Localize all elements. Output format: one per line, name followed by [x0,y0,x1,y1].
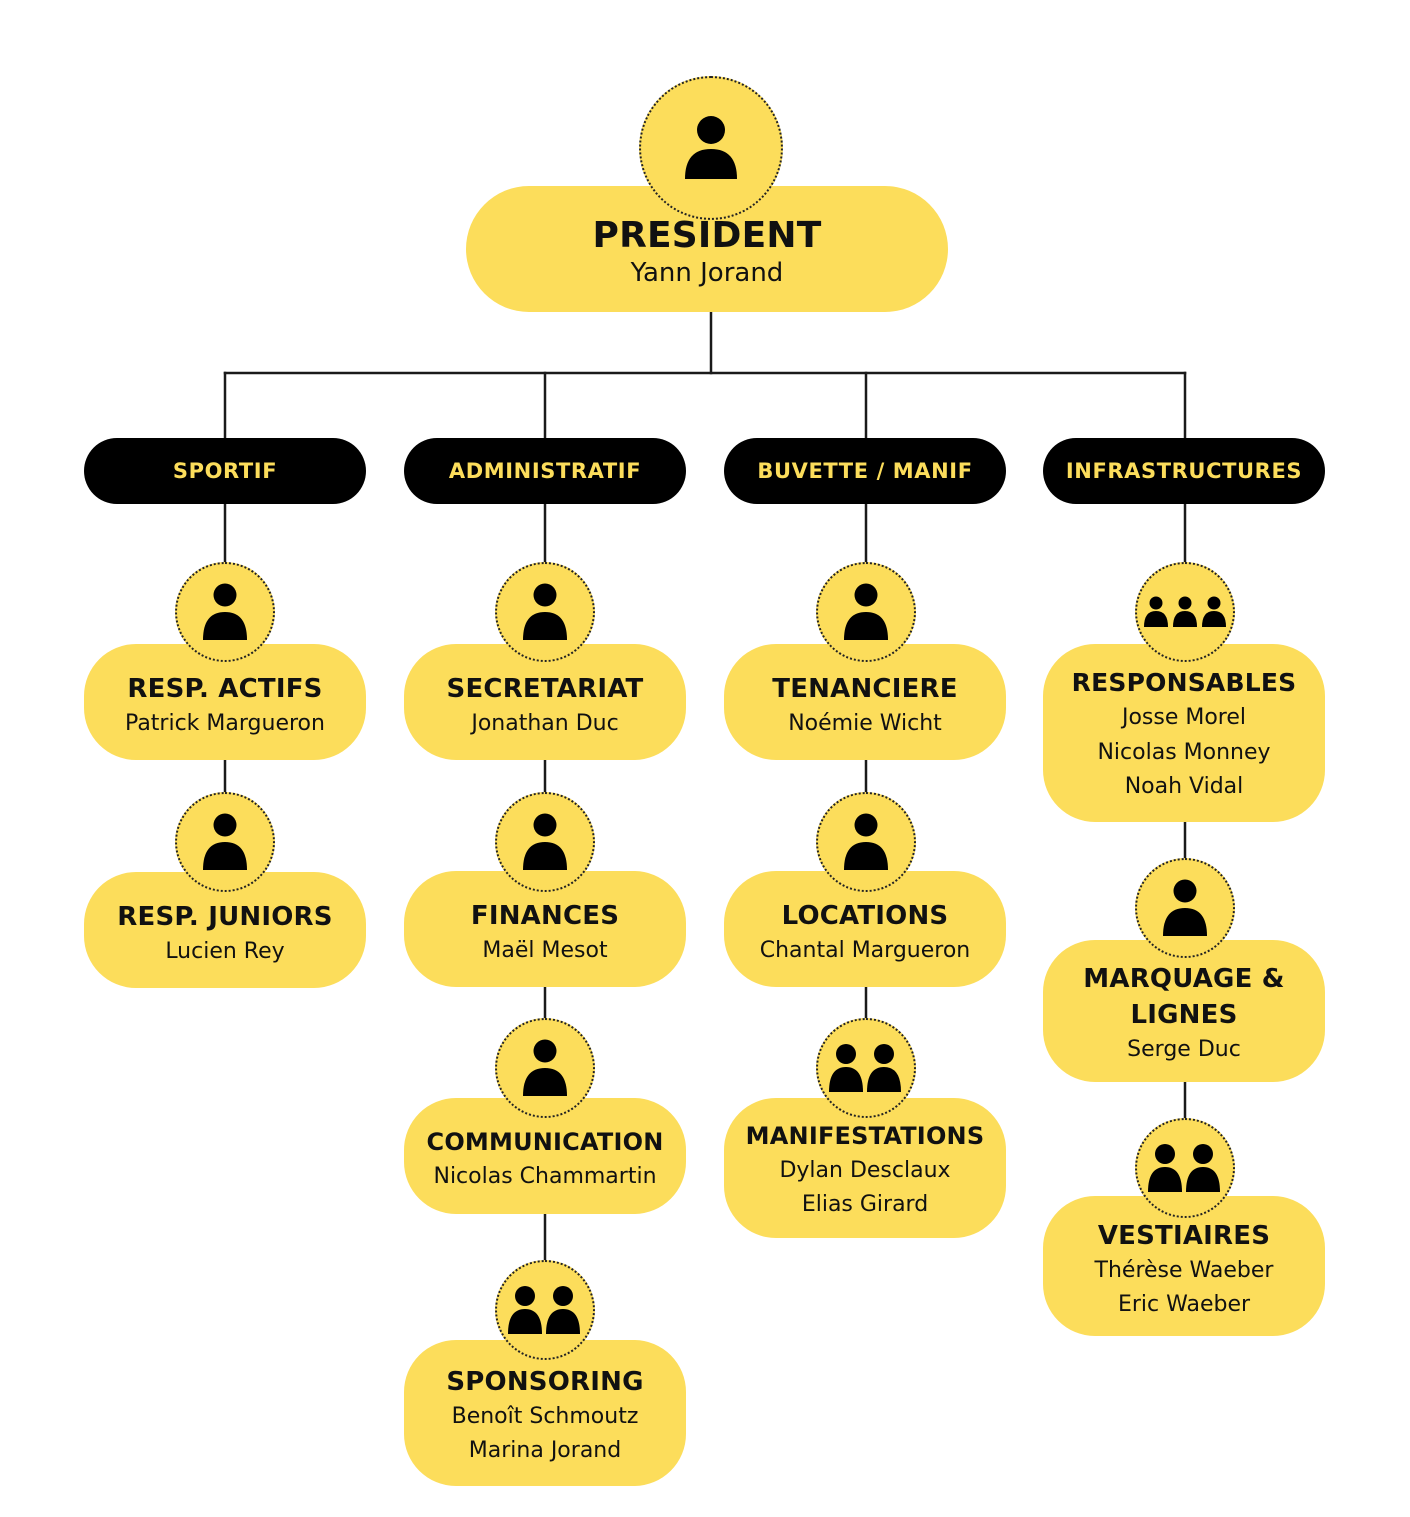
role-avatar [175,792,275,892]
person-icon [522,583,568,641]
role-name: Jonathan Duc [471,710,619,736]
role-avatar [495,1018,595,1118]
president-avatar [639,76,783,220]
role-name: Marina Jorand [468,1438,622,1463]
two-people-icon [828,1043,904,1093]
role-name: Thérèse Waeber [1094,1257,1274,1283]
role-name: Eric Waeber [1117,1292,1251,1317]
role-name: Josse Morel [1121,705,1247,731]
role-name: Maël Mesot [482,937,608,963]
role-name: Chantal Margueron [759,937,971,963]
person-icon [843,583,889,641]
person-icon [202,583,248,641]
department-pill-sportif: SPORTIF [84,438,366,504]
role-box-finances: FINANCES Maël Mesot [404,871,686,987]
person-icon [843,813,889,871]
person-icon [522,1039,568,1097]
three-people-icon [1143,596,1227,628]
president-title: PRESIDENT [592,215,822,256]
role-box-secretariat: SECRETARIAT Jonathan Duc [404,644,686,760]
department-pill-buvette-manif: BUVETTE / MANIF [724,438,1006,504]
role-name: Elias Girard [801,1192,929,1217]
role-title: RESP. ACTIFS [127,673,323,704]
role-avatar [495,562,595,662]
role-title: LOCATIONS [781,900,949,931]
role-title: RESP. JUNIORS [117,901,333,932]
person-icon [1162,879,1208,937]
president-box: PRESIDENT Yann Jorand [466,186,948,312]
role-title: SPONSORING [446,1366,644,1397]
role-name: Benoît Schmoutz [451,1403,639,1429]
role-box-vestiaires: VESTIAIRES Thérèse Waeber Eric Waeber [1043,1196,1325,1336]
person-icon [202,813,248,871]
person-icon [683,115,739,181]
role-avatar [816,1018,916,1118]
role-name: Serge Duc [1127,1036,1241,1062]
role-avatar [816,562,916,662]
role-name: Dylan Desclaux [779,1157,951,1183]
role-avatar [1135,1118,1235,1218]
role-name: Lucien Rey [165,938,285,964]
role-title: RESPONSABLES [1071,668,1297,698]
role-name: Noah Vidal [1124,774,1244,800]
role-avatar [1135,562,1235,662]
role-name: Noémie Wicht [788,710,942,736]
two-people-icon [507,1285,583,1335]
role-box-tenanciere: TENANCIERE Noémie Wicht [724,644,1006,760]
role-box-manifestations: MANIFESTATIONS Dylan Desclaux Elias Gira… [724,1098,1006,1238]
role-box-sponsoring: SPONSORING Benoît Schmoutz Marina Jorand [404,1340,686,1486]
president-name: Yann Jorand [630,258,784,288]
role-avatar [816,792,916,892]
role-avatar [1135,858,1235,958]
role-avatar [495,1260,595,1360]
role-title: MANIFESTATIONS [745,1121,985,1150]
role-avatar [495,792,595,892]
role-title: VESTIAIRES [1097,1220,1271,1251]
role-title: MARQUAGE & LIGNES [1083,963,1285,1030]
role-name: Nicolas Chammartin [433,1163,657,1189]
role-box-marquage-lignes: MARQUAGE & LIGNES Serge Duc [1043,940,1325,1082]
person-icon [522,813,568,871]
role-title: FINANCES [470,900,620,931]
role-box-resp-actifs: RESP. ACTIFS Patrick Margueron [84,644,366,760]
two-people-icon [1147,1143,1223,1193]
role-title: TENANCIERE [772,673,958,704]
role-avatar [175,562,275,662]
role-name: Nicolas Monney [1097,739,1271,765]
role-name: Patrick Margueron [125,710,325,736]
department-pill-administratif: ADMINISTRATIF [404,438,686,504]
role-box-responsables: RESPONSABLES Josse Morel Nicolas Monney … [1043,644,1325,822]
department-pill-infrastructures: INFRASTRUCTURES [1043,438,1325,504]
role-title: SECRETARIAT [446,673,644,704]
role-title: COMMUNICATION [426,1127,664,1156]
